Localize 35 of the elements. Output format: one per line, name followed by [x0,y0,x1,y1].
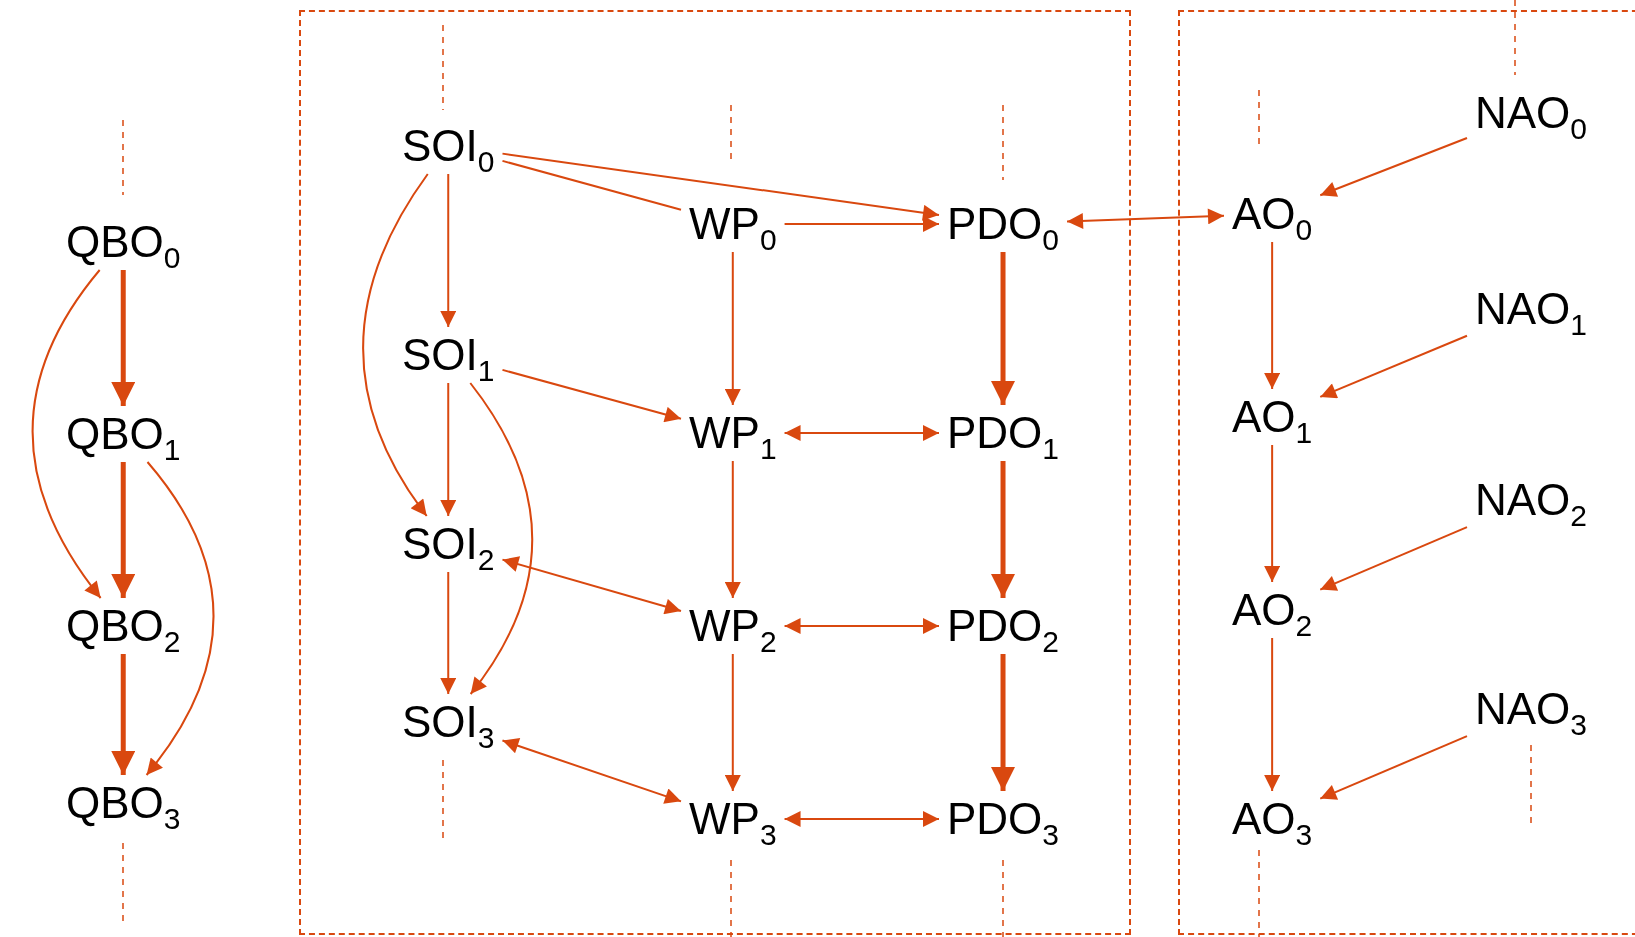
arrow [724,653,741,792]
arrow [991,654,1015,791]
arrow [724,251,741,406]
arrow [991,461,1015,598]
arrow [362,173,429,517]
arrow [1319,137,1468,197]
arrow [1319,735,1468,800]
arrow [1264,241,1281,390]
arrow [440,571,457,695]
double-arrow [783,811,940,827]
arrow [469,382,534,695]
arrow [501,368,682,423]
arrow [724,460,741,599]
arrow [1264,444,1281,583]
arrow [783,216,940,232]
double-arrow [783,425,940,441]
arrow [111,654,136,775]
double-arrow [783,618,940,634]
double-arrow [1066,208,1225,229]
arrow [440,382,457,517]
arrow [1264,637,1281,792]
arrow [145,461,215,776]
double-arrow [501,556,682,615]
arrow [31,269,102,599]
dashed-group-frame [299,10,1131,935]
dashed-group-frame [1178,10,1635,935]
arrow [991,252,1015,405]
arrow [501,152,940,221]
arrow [1319,526,1468,591]
arrow [111,270,136,406]
double-arrow [501,738,682,804]
arrow [1319,334,1468,399]
arrow [440,173,457,328]
connector-line [501,159,682,211]
arrow [111,462,136,598]
